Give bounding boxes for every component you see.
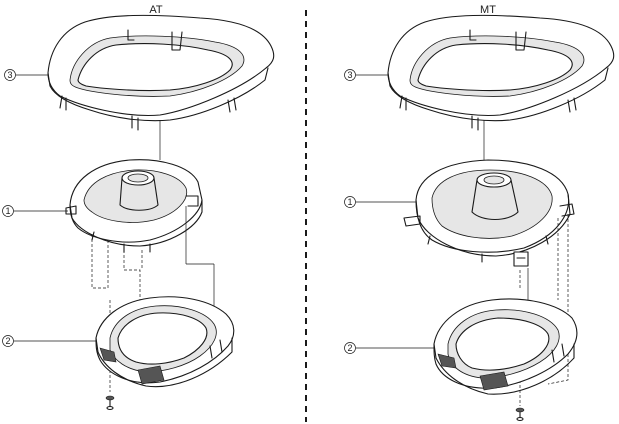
mt-panel: 3 1 [344,14,615,422]
mt-callout-2: 2 [344,342,434,354]
mt-screw [515,407,525,422]
mt-callout-2-label: 2 [347,343,352,353]
at-callout-1-label: 1 [5,206,10,216]
mt-base-plate [433,298,578,395]
panel-title-mt: MT [480,4,496,16]
mt-callout-1: 1 [344,196,416,208]
at-callout-2-label: 2 [5,336,10,346]
at-panel: 3 1 [2,14,275,411]
at-boot-housing [65,159,203,253]
at-callout-2: 2 [2,335,96,347]
at-callout-3: 3 [4,69,48,81]
mt-callout-3: 3 [344,69,388,81]
mt-boot-housing [403,159,575,267]
mt-callout-3-label: 3 [347,70,352,80]
at-bezel-frame [47,14,275,131]
mt-callout-1-label: 1 [347,197,352,207]
panel-title-at: AT [149,4,163,16]
at-callout-3-label: 3 [7,70,12,80]
at-callout-1: 1 [2,205,68,217]
at-base-plate [95,296,235,388]
at-screw [105,395,115,411]
mt-bezel-frame [387,14,615,131]
